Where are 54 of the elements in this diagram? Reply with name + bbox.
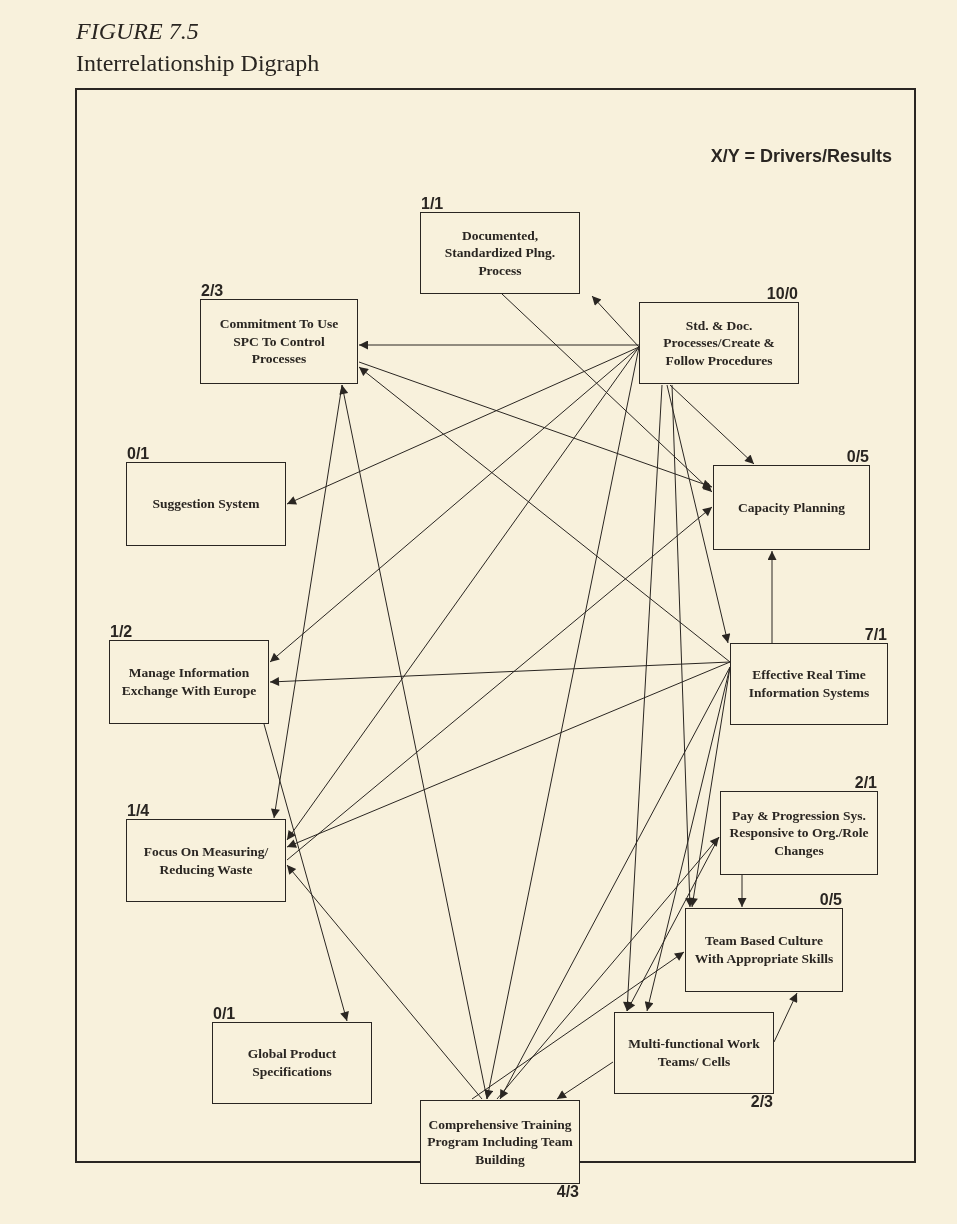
- driver-result-count: 2/3: [750, 1093, 773, 1111]
- arrow: [767, 550, 777, 644]
- arrow: [626, 836, 720, 1012]
- factor-label: Std. & Doc. Processes/Create & Follow Procedures: [662, 316, 776, 370]
- title: Interrelationship Digraph: [76, 50, 320, 77]
- factor-label: Manage Information Exchange With Europe: [120, 664, 258, 700]
- arrow: [286, 661, 731, 848]
- factor-label: Multi-functional Work Teams/ Cells: [627, 1035, 761, 1071]
- driver-result-count: 4/3: [556, 1183, 579, 1201]
- driver-result-count: 0/5: [819, 891, 842, 909]
- driver-result-count: 0/1: [127, 445, 150, 463]
- arrow: [773, 992, 798, 1043]
- factor-label: Commitment To Use SPC To Control Processes: [218, 315, 340, 368]
- arrow: [471, 951, 685, 1100]
- arrow: [358, 340, 640, 350]
- arrow: [270, 384, 343, 819]
- driver-result-count: 7/1: [864, 626, 887, 644]
- arrow: [269, 346, 640, 663]
- factor-label: Team Based Culture With Appropriate Skills: [693, 932, 835, 968]
- driver-result-count: 10/0: [766, 285, 798, 303]
- driver-result-count: 0/5: [846, 448, 869, 466]
- arrow: [263, 723, 349, 1022]
- driver-result-count: 1/4: [127, 802, 150, 820]
- arrow: [669, 384, 755, 465]
- arrow: [556, 1061, 614, 1100]
- arrow: [499, 666, 731, 1100]
- arrow: [286, 864, 483, 1100]
- arrow: [339, 384, 488, 1100]
- arrow: [666, 384, 731, 644]
- factor-label: Global Product Specifications: [246, 1045, 338, 1081]
- arrow: [358, 361, 713, 489]
- arrow: [591, 295, 640, 348]
- arrow: [496, 836, 720, 1100]
- driver-result-count: 1/1: [421, 195, 444, 213]
- arrow: [501, 293, 713, 493]
- driver-result-count: 1/2: [110, 623, 133, 641]
- arrow: [286, 346, 640, 841]
- driver-result-count: 0/1: [213, 1005, 236, 1023]
- arrow: [623, 384, 663, 1012]
- driver-result-count: 2/1: [854, 774, 877, 792]
- factor-label: Documented, Standardized Plng. Process: [443, 226, 557, 280]
- arrow: [737, 874, 747, 908]
- figure-number: FIGURE 7.5: [76, 18, 199, 45]
- arrow: [358, 366, 731, 663]
- factor-label: Pay & Progression Sys. Responsive to Org./Role Changes: [728, 806, 870, 860]
- arrow: [286, 506, 713, 861]
- factor-label: Focus On Measuring/ Reducing Waste: [142, 842, 270, 879]
- factor-label: Effective Real Time Information Systems: [747, 666, 871, 702]
- driver-result-count: 2/3: [201, 282, 224, 300]
- factor-label: Comprehensive Training Program Including Team Building: [427, 1115, 573, 1169]
- arrow: [286, 346, 640, 505]
- factor-label: Capacity Planning: [738, 498, 845, 517]
- key-note: X/Y = Drivers/Results: [710, 146, 892, 167]
- factor-label: Suggestion System: [152, 495, 260, 513]
